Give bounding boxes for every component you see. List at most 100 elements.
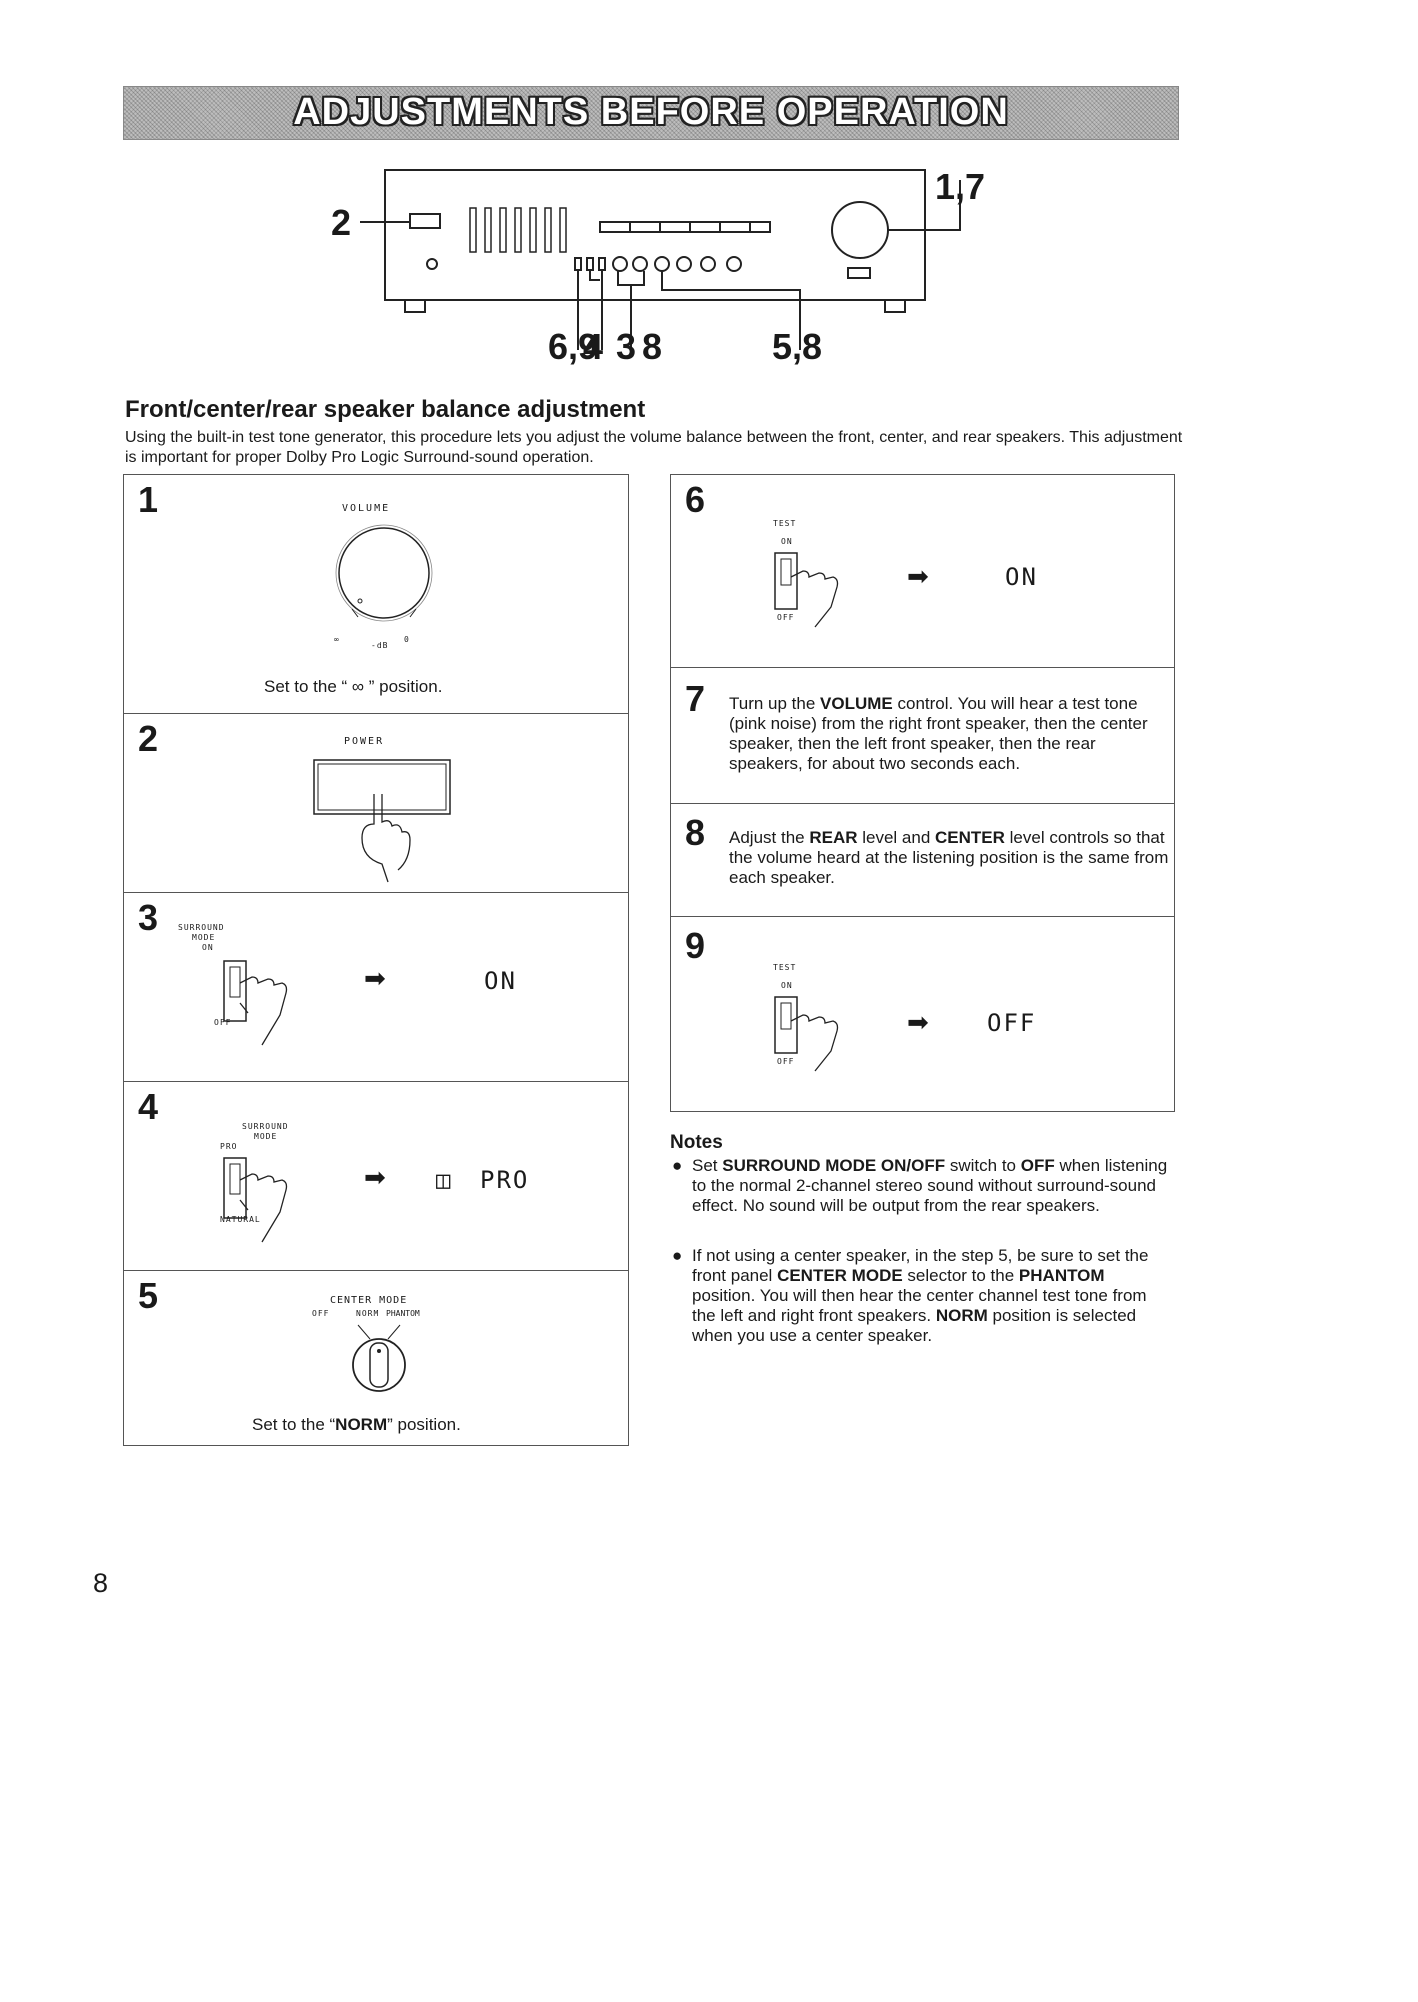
on-label: ON — [781, 981, 793, 990]
notes-title: Notes — [670, 1132, 723, 1153]
step-bold: REAR — [809, 828, 858, 847]
note-bold: SURROUND MODE ON/OFF — [722, 1156, 946, 1175]
test-switch-icon — [774, 552, 839, 628]
power-label: POWER — [344, 736, 385, 747]
arrow-right-icon: ➡ — [364, 1162, 386, 1192]
arrow-right-icon: ➡ — [907, 561, 929, 591]
test-label: TEST — [773, 963, 797, 972]
step-number: 8 — [685, 812, 706, 853]
power-button-shape — [409, 213, 441, 229]
step-text: level and — [857, 828, 935, 847]
off-label: OFF — [777, 1057, 795, 1066]
result-display: ON — [484, 967, 517, 995]
volume-label: VOLUME — [342, 503, 391, 514]
bullet-icon: ● — [672, 1156, 683, 1175]
pro-label: PRO — [220, 1142, 238, 1151]
result-display: ON — [1005, 563, 1038, 591]
scale-max-label: 0 — [404, 635, 410, 644]
caption-text: ” position. — [364, 677, 443, 696]
caption-text: Set to the “ — [264, 677, 352, 696]
surround-label: SURROUND — [178, 923, 225, 932]
natural-label: NATURAL — [220, 1215, 261, 1224]
step-8-text: Adjust the REAR level and CENTER level c… — [729, 828, 1169, 888]
page-number: 8 — [93, 1568, 109, 1598]
step-number: 4 — [138, 1086, 159, 1127]
callout-3: 3 — [616, 326, 637, 367]
note-1: ● Set SURROUND MODE ON/OFF switch to OFF… — [670, 1156, 1170, 1216]
note-text: selector to the — [902, 1266, 1019, 1285]
norm-option-label: NORM — [356, 1309, 380, 1318]
callout-1-7: 1,7 — [935, 166, 986, 207]
step-number: 6 — [685, 479, 706, 520]
step-number: 1 — [138, 479, 159, 520]
callout-8: 8 — [642, 326, 663, 367]
mode-label: MODE — [254, 1132, 278, 1141]
center-mode-label: CENTER MODE — [330, 1295, 408, 1306]
step-number: 5 — [138, 1275, 159, 1316]
note-text: If not using a center speaker, in the st… — [692, 1246, 1149, 1285]
step-number: 7 — [685, 678, 706, 719]
note-text: Set — [692, 1156, 723, 1175]
off-option-label: OFF — [312, 1309, 330, 1318]
phantom-option-label: PHANTOM — [386, 1309, 420, 1318]
amplifier-body — [384, 169, 926, 301]
step-number: 2 — [138, 718, 159, 759]
scale-unit-label: -dB — [371, 641, 389, 650]
on-label: ON — [202, 943, 214, 952]
callout-4: 4 — [583, 326, 604, 367]
step-text: Turn up the — [729, 694, 821, 713]
infinity-symbol: ∞ — [351, 677, 365, 696]
step-7-panel: 7 Turn up the VOLUME control. You will h… — [670, 667, 1175, 804]
surround-switch-icon — [223, 960, 288, 1046]
volume-dial-icon — [335, 524, 433, 622]
note-bold: OFF — [1020, 1156, 1055, 1175]
note-bold: CENTER MODE — [777, 1266, 903, 1285]
surround-switch-icon — [223, 1157, 288, 1243]
off-label: OFF — [214, 1018, 232, 1027]
off-label: OFF — [777, 613, 795, 622]
step-6-panel: 6 TEST ON OFF ➡ ON — [670, 474, 1175, 668]
power-button-icon — [313, 759, 451, 883]
amplifier-diagram — [360, 169, 961, 350]
step-bold: CENTER — [935, 828, 1005, 847]
hand-icon — [239, 976, 288, 1046]
mode-label: MODE — [192, 933, 216, 942]
caption-bold: NORM — [335, 1415, 388, 1434]
hand-icon — [790, 570, 839, 628]
section-title: Front/center/rear speaker balance adjust… — [125, 396, 646, 423]
step-3-panel: 3 SURROUND MODE ON OFF ➡ ON — [123, 892, 629, 1082]
note-text: position. You will then hear the center … — [692, 1286, 1147, 1325]
step-text: Adjust the — [729, 828, 810, 847]
equalizer-sliders — [469, 207, 567, 253]
title-banner: ADJUSTMENTS BEFORE OPERATION — [123, 86, 1179, 140]
note-text: switch to — [945, 1156, 1021, 1175]
page-title: ADJUSTMENTS BEFORE OPERATION — [293, 91, 1009, 133]
scale-min-label: ∞ — [334, 635, 340, 644]
callout-5-8: 5,8 — [772, 326, 823, 367]
step-number: 3 — [138, 897, 159, 938]
callout-2: 2 — [331, 202, 352, 243]
step-text: control. You will hear a test tone (pink… — [729, 694, 1148, 773]
step-1-panel: 1 VOLUME ∞ -dB 0 Set to the “ ∞ ” positi… — [123, 474, 629, 714]
caption-text: ” position. — [387, 1415, 461, 1434]
step-4-panel: 4 SURROUND MODE PRO NATURAL ➡ ◫ PRO — [123, 1081, 629, 1271]
arrow-right-icon: ➡ — [907, 1007, 929, 1037]
dolby-logo-icon: ◫ — [436, 1166, 453, 1194]
step-text: level controls so that the volume heard … — [729, 828, 1169, 887]
hand-icon — [361, 794, 411, 883]
note-2: ● If not using a center speaker, in the … — [670, 1246, 1170, 1346]
caption-text: Set to the “ — [252, 1415, 336, 1434]
surround-label: SURROUND — [242, 1122, 289, 1131]
callout-6-9: 6,9 — [548, 326, 599, 367]
hand-icon — [239, 1173, 288, 1243]
step-7-text: Turn up the VOLUME control. You will hea… — [729, 694, 1169, 774]
test-switch-icon — [774, 996, 839, 1072]
note-bold: NORM — [935, 1306, 988, 1325]
volume-knob — [831, 201, 889, 259]
step-8-panel: 8 Adjust the REAR level and CENTER level… — [670, 803, 1175, 917]
result-display: PRO — [480, 1166, 530, 1194]
step-1-caption: Set to the “ ∞ ” position. — [264, 677, 442, 697]
on-label: ON — [781, 537, 793, 546]
result-display: OFF — [987, 1009, 1037, 1037]
step-5-panel: 5 CENTER MODE OFF NORM PHANTOM Set to th… — [123, 1270, 629, 1446]
